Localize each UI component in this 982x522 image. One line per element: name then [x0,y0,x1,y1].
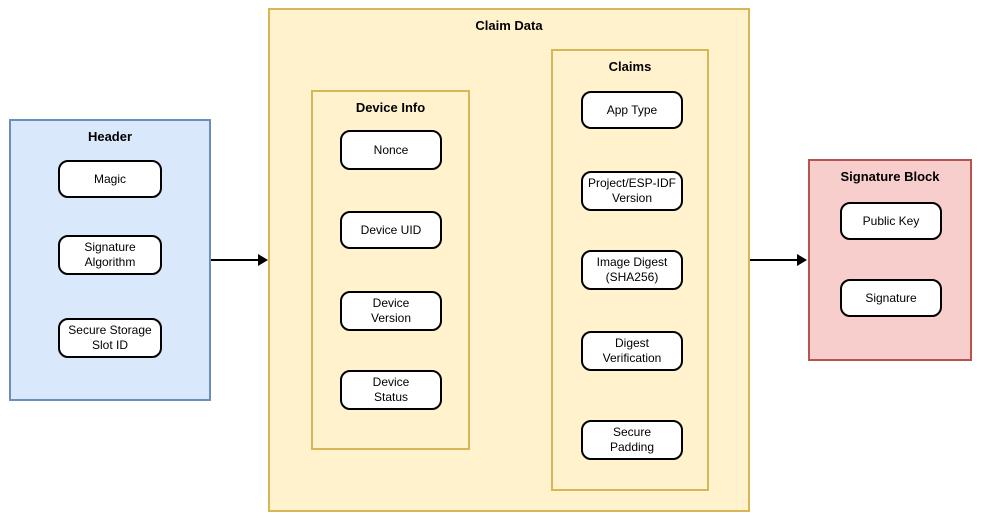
node-signature: Signature [840,279,942,317]
node-device-version: Device Version [340,291,442,331]
node-image-digest-sha256: Image Digest (SHA256) [581,250,683,290]
arrow-head-icon [797,254,807,266]
node-project-esp-idf-version: Project/ESP-IDF Version [581,171,683,211]
node-signature-algorithm: Signature Algorithm [58,235,162,275]
node-secure-padding: Secure Padding [581,420,683,460]
arrow-head-icon [258,254,268,266]
device-info-title: Device Info [355,100,426,115]
signature-block-title: Signature Block [840,169,940,184]
node-digest-verification: Digest Verification [581,331,683,371]
node-public-key: Public Key [840,202,942,240]
claim-data-title: Claim Data [475,18,543,33]
node-nonce: Nonce [340,130,442,170]
claims-title: Claims [608,59,652,74]
node-magic: Magic [58,160,162,198]
arrow-line [211,259,260,261]
node-app-type: App Type [581,91,683,129]
signature-block: Signature Block Public Key Signature [808,159,972,361]
header-block: Header Magic Signature Algorithm Secure … [9,119,211,401]
claims-block: Claims App Type Project/ESP-IDF Version … [551,49,709,491]
device-info-block: Device Info Nonce Device UID Device Vers… [311,90,470,450]
node-secure-storage-slot-id: Secure Storage Slot ID [58,318,162,358]
node-device-uid: Device UID [340,211,442,249]
arrow-line [750,259,799,261]
node-device-status: Device Status [340,370,442,410]
header-title: Header [87,129,133,144]
claim-data-block: Claim Data Device Info Nonce Device UID … [268,8,750,512]
